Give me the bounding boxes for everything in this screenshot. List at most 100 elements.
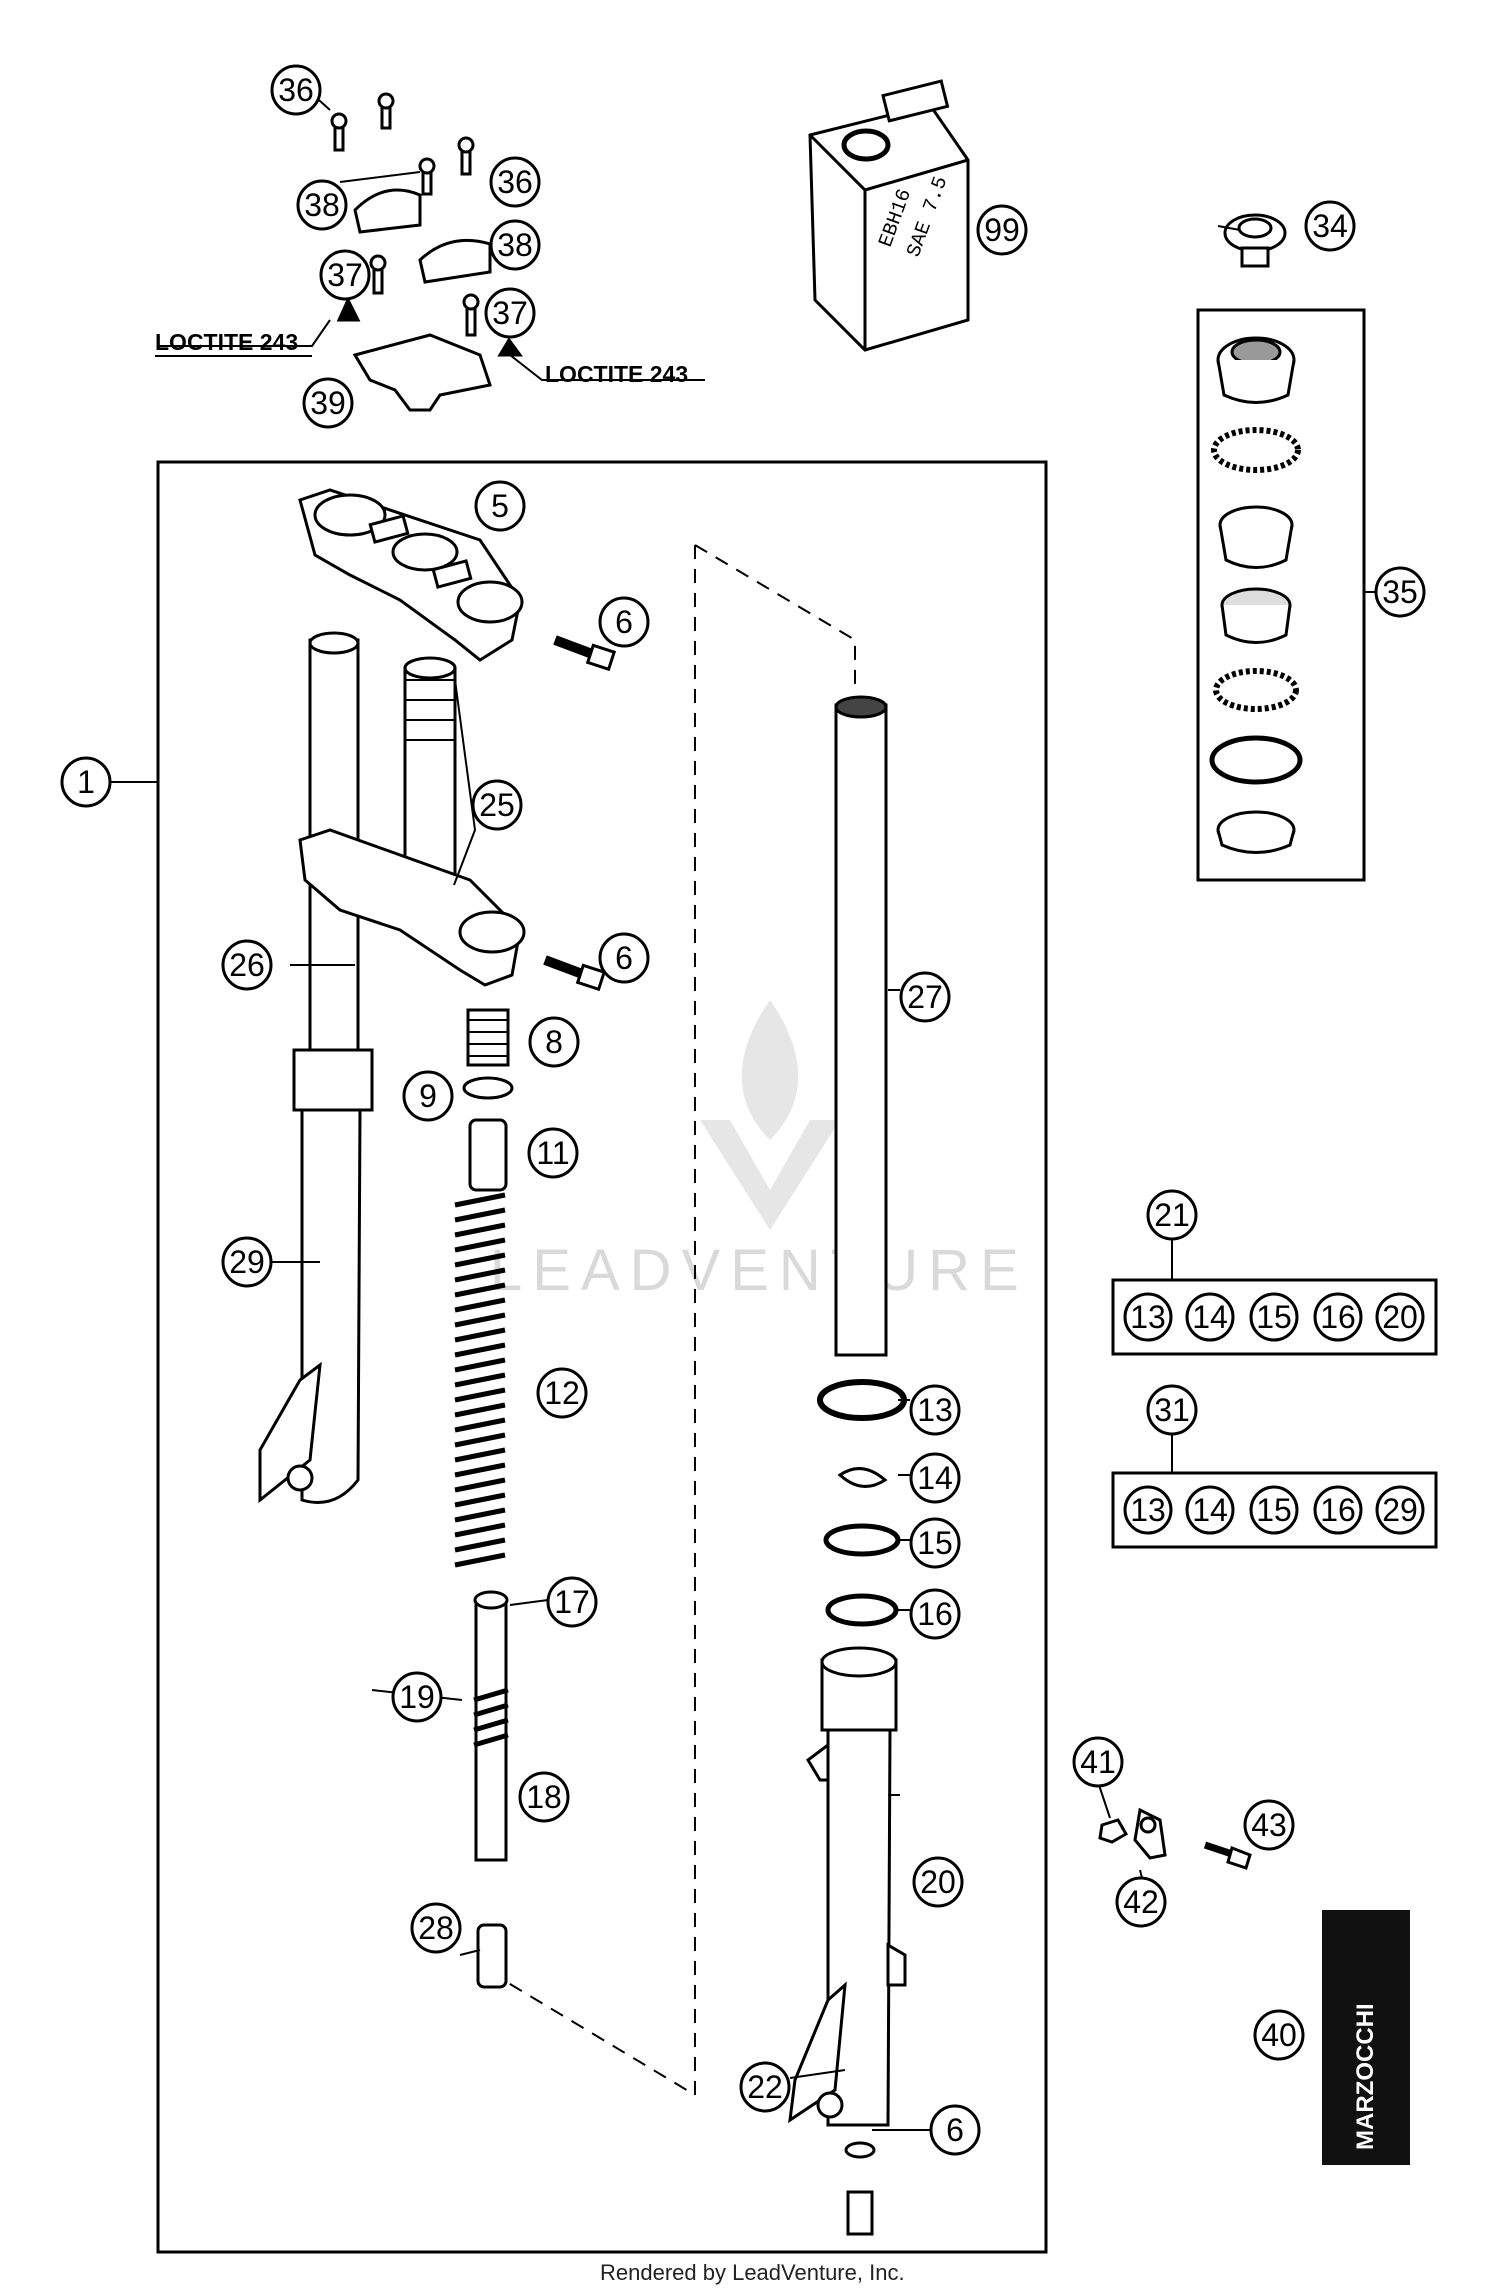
callout-39: 39 bbox=[302, 377, 354, 429]
callout-40: 40 bbox=[1253, 2009, 1305, 2061]
svg-text:43: 43 bbox=[1251, 1807, 1287, 1843]
callout-19: 19 bbox=[391, 1671, 443, 1723]
svg-text:99: 99 bbox=[984, 212, 1020, 248]
svg-text:15: 15 bbox=[1256, 1299, 1292, 1335]
kit-31-item: 14 bbox=[1185, 1485, 1235, 1535]
svg-text:12: 12 bbox=[544, 1375, 580, 1411]
right-fork-leg bbox=[788, 695, 907, 2236]
kit-21-item: 15 bbox=[1249, 1292, 1299, 1342]
callout-25: 25 bbox=[471, 779, 523, 831]
dashed-assembly-line bbox=[489, 544, 856, 2097]
callout-34: 34 bbox=[1304, 200, 1356, 252]
callout-18: 18 bbox=[518, 1771, 570, 1823]
svg-text:6: 6 bbox=[615, 604, 633, 640]
brand-plate: MARZOCCHI bbox=[1322, 1910, 1410, 2165]
svg-text:37: 37 bbox=[492, 295, 528, 331]
svg-text:6: 6 bbox=[946, 2112, 964, 2148]
svg-text:25: 25 bbox=[479, 787, 515, 823]
svg-text:16: 16 bbox=[1320, 1492, 1356, 1528]
svg-text:42: 42 bbox=[1123, 1884, 1159, 1920]
svg-text:17: 17 bbox=[554, 1584, 590, 1620]
svg-text:36: 36 bbox=[278, 72, 314, 108]
callout-13: 13 bbox=[909, 1384, 961, 1436]
handlebar-clamps bbox=[330, 92, 523, 412]
svg-text:40: 40 bbox=[1261, 2017, 1297, 2053]
watermark-text: LEADVENTURE bbox=[490, 1238, 1029, 1303]
kit-21-item: 16 bbox=[1313, 1292, 1363, 1342]
svg-text:38: 38 bbox=[304, 187, 340, 223]
callout-28: 28 bbox=[410, 1902, 462, 1954]
svg-text:41: 41 bbox=[1080, 1744, 1116, 1780]
footer-credit: Rendered by LeadVenture, Inc. bbox=[600, 2260, 905, 2285]
svg-text:9: 9 bbox=[419, 1078, 437, 1114]
callout-26: 26 bbox=[221, 939, 273, 991]
callout-5: 5 bbox=[474, 480, 526, 532]
callout-15: 15 bbox=[909, 1517, 961, 1569]
kit-21-box bbox=[1111, 1278, 1438, 1356]
steering-stem bbox=[298, 656, 607, 992]
callout-31: 31 bbox=[1146, 1384, 1198, 1436]
svg-text:38: 38 bbox=[497, 227, 533, 263]
callout-12: 12 bbox=[536, 1367, 588, 1419]
svg-text:13: 13 bbox=[1130, 1299, 1166, 1335]
svg-text:13: 13 bbox=[917, 1392, 953, 1428]
svg-text:5: 5 bbox=[491, 488, 509, 524]
svg-text:39: 39 bbox=[310, 385, 346, 421]
steering-nut bbox=[1223, 213, 1287, 268]
callout-20: 20 bbox=[912, 1856, 964, 1908]
callout-11: 11 bbox=[527, 1127, 579, 1179]
callout-37-left: 37 bbox=[319, 249, 371, 301]
kit-21-item: 20 bbox=[1375, 1292, 1425, 1342]
callout-6-bottom: 6 bbox=[929, 2104, 981, 2156]
kit-21-items: 13 14 15 16 20 bbox=[1123, 1292, 1425, 1342]
callout-17: 17 bbox=[546, 1576, 598, 1628]
svg-text:35: 35 bbox=[1382, 574, 1418, 610]
svg-text:20: 20 bbox=[920, 1864, 956, 1900]
svg-text:1: 1 bbox=[77, 764, 95, 800]
callout-29: 29 bbox=[221, 1236, 273, 1288]
svg-text:11: 11 bbox=[536, 1135, 569, 1171]
kit-31-item: 15 bbox=[1249, 1485, 1299, 1535]
callout-21: 21 bbox=[1146, 1189, 1198, 1241]
svg-text:36: 36 bbox=[497, 164, 533, 200]
callout-41: 41 bbox=[1072, 1736, 1124, 1788]
callout-14: 14 bbox=[909, 1452, 961, 1504]
callout-22: 22 bbox=[739, 2061, 791, 2113]
left-fork-leg bbox=[258, 631, 374, 1504]
callout-38-right: 38 bbox=[489, 219, 541, 271]
clamp-hardware bbox=[1098, 1807, 1252, 1870]
svg-text:19: 19 bbox=[399, 1679, 435, 1715]
bearing-stack bbox=[1209, 336, 1303, 854]
kit-21-item: 14 bbox=[1185, 1292, 1235, 1342]
kit-31-item: 13 bbox=[1123, 1485, 1173, 1535]
svg-text:14: 14 bbox=[1192, 1492, 1228, 1528]
loctite-label-right: LOCTITE 243 bbox=[545, 361, 688, 387]
svg-text:15: 15 bbox=[917, 1525, 953, 1561]
oil-can-icon: EBH16 SAE 7.5 bbox=[808, 79, 970, 352]
callout-42: 42 bbox=[1115, 1876, 1167, 1928]
svg-text:29: 29 bbox=[1382, 1492, 1418, 1528]
callout-43: 43 bbox=[1243, 1799, 1295, 1851]
svg-text:20: 20 bbox=[1382, 1299, 1418, 1335]
callout-36-right: 36 bbox=[489, 156, 541, 208]
callout-16: 16 bbox=[909, 1588, 961, 1640]
svg-text:21: 21 bbox=[1154, 1197, 1190, 1233]
callout-6-top: 6 bbox=[598, 596, 650, 648]
svg-text:29: 29 bbox=[229, 1244, 265, 1280]
svg-text:34: 34 bbox=[1312, 208, 1348, 244]
callout-1: 1 bbox=[60, 756, 112, 808]
kit-31-box bbox=[1111, 1471, 1438, 1549]
callout-37-right: 37 bbox=[484, 287, 536, 339]
svg-text:22: 22 bbox=[747, 2069, 783, 2105]
callout-27: 27 bbox=[899, 971, 951, 1023]
callout-9: 9 bbox=[402, 1070, 454, 1122]
cartridge-parts bbox=[454, 1008, 514, 1989]
main-assembly-frame bbox=[156, 460, 1048, 2254]
callout-8: 8 bbox=[528, 1016, 580, 1068]
callouts: 1 5 6 6 6 8 9 11 12 13 14 15 16 17 18 19… bbox=[60, 64, 1426, 2156]
svg-text:6: 6 bbox=[615, 940, 633, 976]
svg-text:15: 15 bbox=[1256, 1492, 1292, 1528]
kit-31-items: 13 14 15 16 29 bbox=[1123, 1485, 1425, 1535]
kit-21-item: 13 bbox=[1123, 1292, 1173, 1342]
